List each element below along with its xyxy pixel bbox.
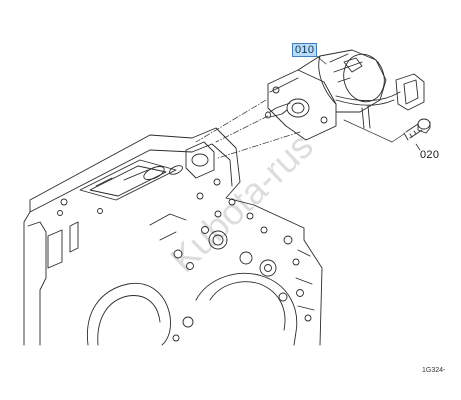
callout-part-020[interactable]: 020 bbox=[420, 149, 440, 161]
leader-lines bbox=[195, 51, 421, 159]
figure-code: 1G324- bbox=[422, 367, 446, 374]
bolt-icon bbox=[403, 118, 431, 141]
stop-solenoid-icon bbox=[265, 49, 425, 141]
callout-part-010[interactable]: 010 bbox=[292, 43, 318, 57]
engine-block-icon bbox=[23, 127, 323, 346]
